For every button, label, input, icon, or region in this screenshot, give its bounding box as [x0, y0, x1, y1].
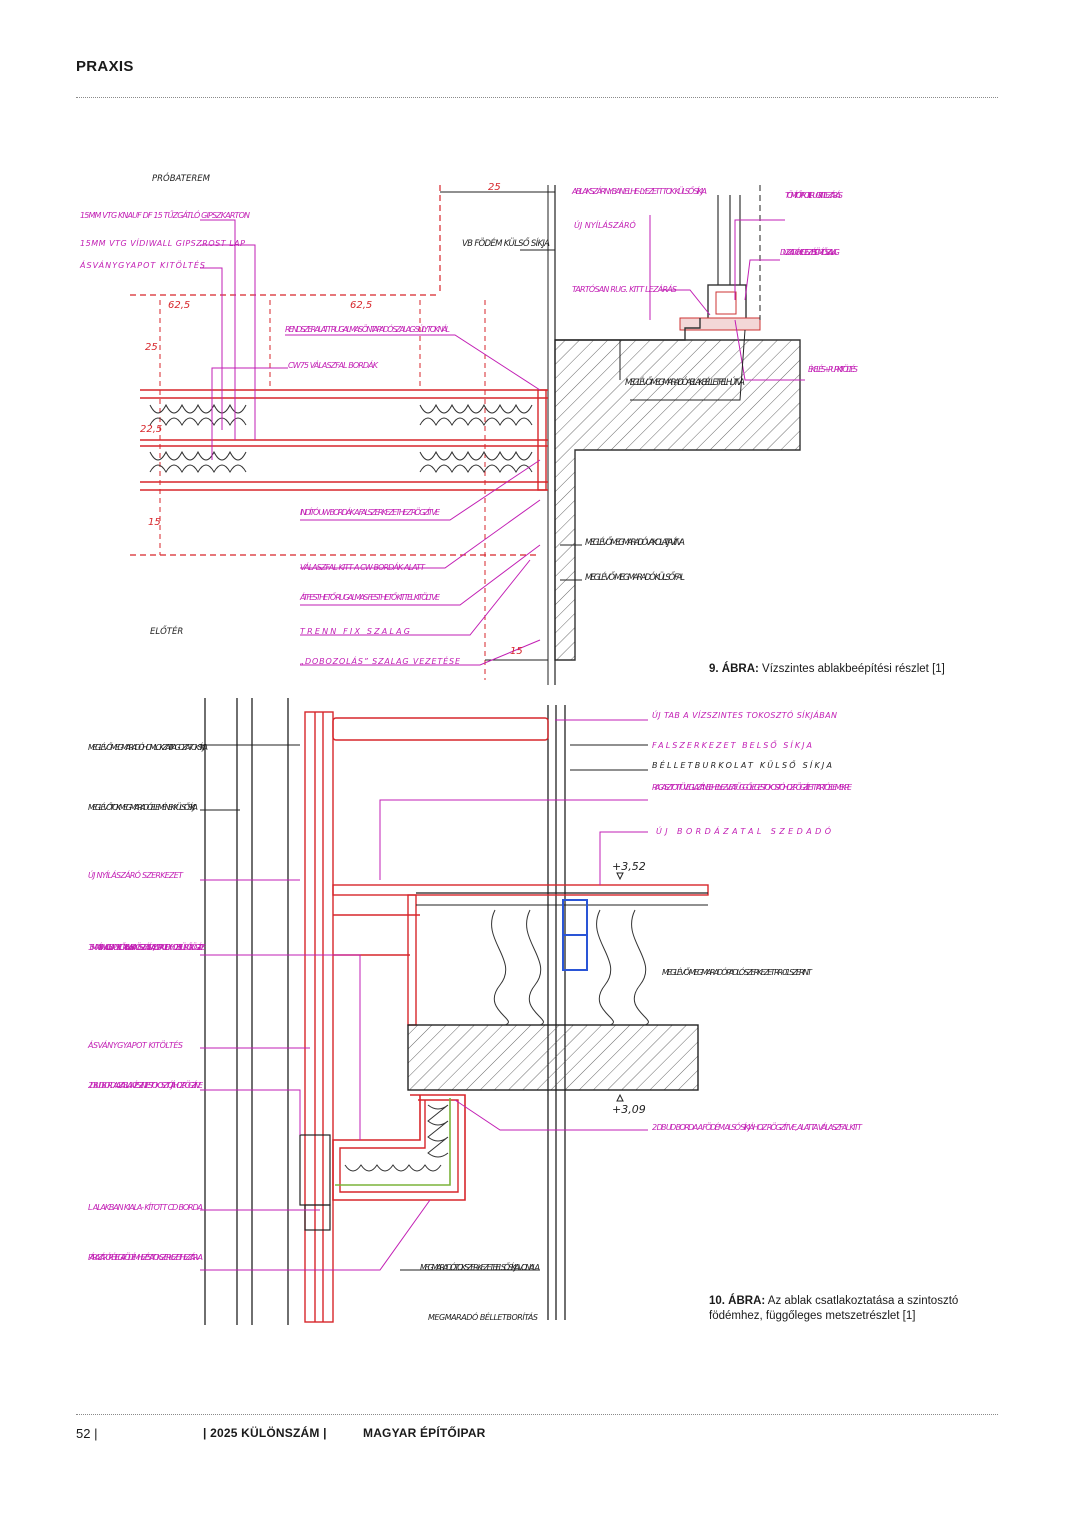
fig10-vapour-barrier: [335, 1098, 451, 1186]
label-trenn: TRENN FIX SZALAG: [300, 627, 410, 636]
figure9-caption: 9. ÁBRA: Vízszintes ablakbeépítési részl…: [709, 662, 945, 677]
label-valaszfal-kitt: VÁLASZFAL KITT A CW BORDÁK ALATT: [300, 561, 426, 572]
label-rug-kitt: TARTÓSAN RUG. KITT LEZÁRÁS: [572, 283, 677, 294]
label-meglevo-tok: MEGLÉVŐ TOK MEG- MARADÓ ELEMÉNEK KÜLSŐ S…: [88, 801, 198, 812]
fig10-floor-insulation: [491, 909, 649, 1026]
figure9-caption-label: 9. ÁBRA:: [709, 663, 759, 675]
label-belletboritas: MEGMARADÓ BÉLLETBORÍTÁS: [428, 1311, 538, 1322]
label-cw75: CW75 VÁLASZFAL BORDÁK: [288, 359, 379, 370]
label-knauf: 15MM VTG KNAUF DF 15 TŰZGÁTLÓ GIPSZKARTO…: [80, 209, 250, 220]
label-belletburkolat: BÉLLETBURKOLAT KÜLSŐ SÍKJA: [652, 759, 832, 770]
label-vidiwall: 15MM VTG VÍDIWALL GIPSZROST LAP: [80, 237, 245, 248]
figure10-caption-line1: Az ablak csatlakoztatása a szintosztó: [767, 1295, 959, 1307]
fig9-insulation-top: [149, 403, 533, 414]
label-szalag: RENDSZERALATT RUGALMAS ÖNTAPADÓ SZALAG S…: [285, 323, 450, 334]
label-vb-fodem: VB FÖDÉM KÜLSŐ SÍKJA: [462, 237, 550, 249]
level-352: +3,52: [612, 860, 646, 873]
dim-25-left: 25: [145, 342, 158, 353]
label-parazaro: PÁRAZÁRÓ RÉTEG A FÖDÉMHEZ ÉS A TOKSZERKE…: [88, 1251, 203, 1262]
label-indito-uw: INDÍTÓ UW BORDÁK A FALSZERKEZETHEZ RÖGZÍ…: [300, 506, 441, 517]
label-cd-borda: L ALAKBAN KIALA- KÍTOTT CD BORDA: [88, 1201, 203, 1212]
footer-rule: [76, 1414, 998, 1415]
label-ragasztott-uveg: RAGASZTOTT ÜVEG LAZÁN BE- HELYEZVE A FÜG…: [652, 781, 853, 792]
label-vidiwall-lapok: 15MM VÍDIWALL 15 LAPOK ELŐRE L ALAK- BAN…: [88, 941, 207, 952]
label-tomito-profil: TÖMÍTŐ PROFIL RUG. KITT LEZÁRÁS: [785, 189, 843, 200]
label-ekeles: ÉKELÉS + PUR KITÖLTÉS: [808, 363, 858, 374]
label-falszerkezet: FALSZERKEZET BELSŐ SÍKJA: [652, 739, 812, 750]
figure9-drawing: 25 62,5 62,5 25 22,5 15 15 PRÓBATEREM VB…: [79, 172, 858, 685]
dim-25-top: 25: [488, 182, 501, 193]
label-bordazat: ÚJ BORDÁZATAL SZEDADÓ: [656, 825, 831, 836]
page-number: 52 |: [76, 1426, 98, 1441]
label-homlokzati: MEGLÉVŐ-MEGMARADÓ HOMLOKZATI TAGOZA- TOK…: [88, 741, 208, 752]
fig9-insulation-bottom: [149, 450, 533, 461]
label-tokszerkezet: MEGMARADÓ TOKSZER- KEZET BELSŐ SÍKJA VON…: [420, 1261, 540, 1272]
dim-22-left: 22,5: [140, 424, 162, 435]
fig10-slab: [407, 1024, 699, 1091]
level-309: +3,09: [612, 1103, 646, 1116]
figure9-caption-text: Vízszintes ablakbeépítési részlet [1]: [762, 663, 945, 675]
label-ud-borda-ablak: 2 DB UD BORDA AZ ABLAK VÍZSZINTES TOKOSZ…: [88, 1079, 204, 1090]
label-ablakbellet: MEGLÉVŐ-MEGMARADÓ ABLAKBÉLLET FELHÚTVA: [625, 376, 745, 388]
label-kulso-fal: MEGLÉVŐ-MEGMARADÓ KÜLSŐ FAL: [585, 571, 685, 583]
footer-issue: | 2025 KÜLÖNSZÁM |: [203, 1426, 327, 1440]
figure10-caption-label: 10. ÁBRA:: [709, 1295, 766, 1307]
label-uj-nyilaszaro: ÚJ NYÍLÁSZÁRÓ: [574, 219, 636, 230]
label-eloter: ELŐTÉR: [150, 625, 183, 637]
figure10-caption-line2: födémhez, függőleges metszetrészlet [1]: [709, 1310, 916, 1322]
figure10-caption: 10. ÁBRA: Az ablak csatlakoztatása a szi…: [709, 1294, 958, 1324]
section-title: PRAXIS: [76, 58, 134, 75]
dim-15-left: 15: [148, 517, 161, 528]
figure10-drawing: +3,52 +3,09 MEGLÉVŐ-MEGMARADÓ H: [87, 698, 863, 1325]
label-tok-kulso: ABLAKSZÁRNYBAN ELHE- LYEZETT TOK KÜLSŐ S…: [571, 185, 707, 196]
header-rule: [76, 97, 998, 98]
label-padlo: MEGLÉVŐ-MEGMARADÓ PADLÓ SZERKEZET RR-01 …: [662, 966, 813, 977]
label-ud-borda-fodem: 2 DB UD BORDA A FÖDÉM ALSÓ SÍKJÁHOZ RÖGZ…: [652, 1121, 863, 1132]
label-probaterem: PRÓBATEREM: [152, 172, 211, 184]
dim-15-bottom: 15: [510, 646, 523, 657]
label-uj-nyilaszaro-szerkezet: ÚJ NYÍLÁSZÁRÓ SZERKEZET: [88, 869, 184, 880]
label-dobozolas: „DOBOZOLÁS” SZALAG VEZETÉSE: [300, 655, 461, 666]
dim-62-left: 62,5: [168, 300, 190, 311]
footer-magazine: MAGYAR ÉPÍTŐIPAR: [363, 1426, 486, 1440]
label-vakolat: MEGLÉVŐ-MEGMARADÓ VAKOLAT JAVÍTVA: [585, 536, 685, 548]
dim-62-right: 62,5: [350, 300, 372, 311]
label-duzzado: DUZZADÓ HEGESZTÉSI TÖMÍTŐSZALAG: [780, 246, 840, 257]
label-asvanygyapot: ÁSVÁNYGYAPOT KITÖLTÉS: [79, 259, 205, 270]
label-uj-tab: ÚJ TAB A VÍZSZINTES TOKOSZTÓ SÍKJÁBAN: [652, 709, 837, 720]
label-asvanygyapot-2: ÁSVÁNYGYAPOT KITÖLTÉS: [87, 1039, 183, 1050]
label-festheto: ÁTFESTHETŐ RUGALMAS FESTHETŐ KITTEL KITÖ…: [299, 591, 441, 602]
